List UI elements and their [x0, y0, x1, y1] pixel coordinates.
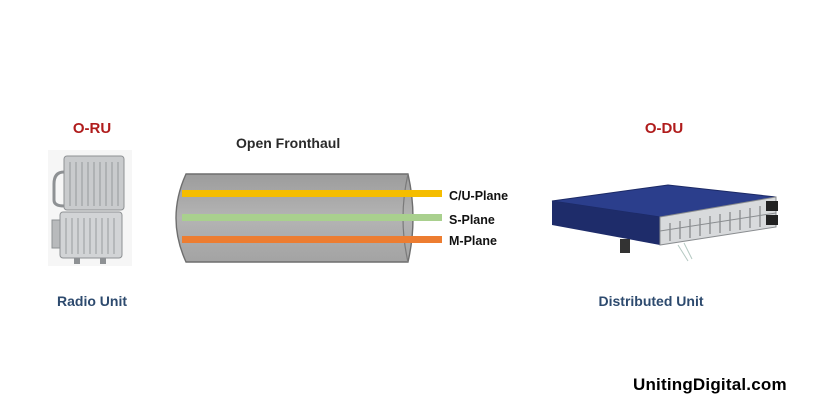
- plane-label-s: S-Plane: [449, 213, 495, 227]
- fronthaul-cable: [175, 173, 442, 263]
- radio-unit-image: [48, 150, 132, 266]
- plane-line-m: [182, 236, 442, 243]
- oru-caption: Radio Unit: [57, 293, 127, 309]
- brand-watermark: UnitingDigital.com: [633, 375, 787, 394]
- plane-label-c-u: C/U-Plane: [449, 189, 509, 203]
- distributed-unit-image: [551, 184, 778, 262]
- odu-caption: Distributed Unit: [598, 293, 704, 309]
- odu-title: O-DU: [644, 120, 684, 137]
- fronthaul-title: Open Fronthaul: [236, 135, 341, 151]
- plane-label-m: M-Plane: [449, 234, 497, 248]
- plane-line-s: [182, 214, 442, 221]
- oru-title: O-RU: [72, 120, 112, 137]
- plane-line-c-u: [182, 190, 442, 197]
